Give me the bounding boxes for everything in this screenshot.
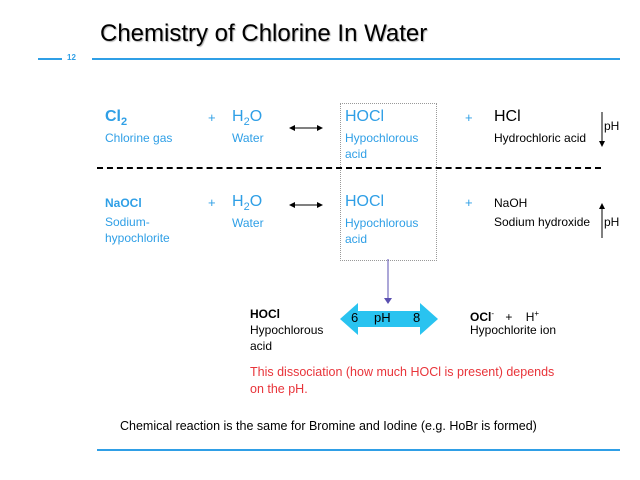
diss-left-formula: HOCl xyxy=(250,307,280,321)
diss-left-name: Hypochlorous acid xyxy=(250,323,324,353)
title-rule-right xyxy=(92,58,620,60)
ph-arrow-low: 6 xyxy=(351,310,359,325)
r1-plus2: + xyxy=(465,110,473,125)
r2-product1-name: Hypochlorous acid xyxy=(345,216,419,246)
r2-reactant2-name: Water xyxy=(232,216,264,230)
diss-right-formula: OCl- + H+ xyxy=(470,309,540,324)
r2-reactant2-formula: H2O xyxy=(232,193,263,214)
r2-product2-formula: NaOH xyxy=(494,196,528,210)
r2-equilibrium-arrow xyxy=(289,202,323,208)
r2-ph-up-arrow xyxy=(599,203,605,238)
r1-reactant2-name: Water xyxy=(232,131,264,145)
ph-arrow-label: pH xyxy=(374,310,391,325)
ph-arrow-labels: 6 pH 8 xyxy=(340,310,438,328)
slide-title: Chemistry of Chlorine In Water xyxy=(100,20,428,47)
r2-product2-name: Sodium hydroxide xyxy=(494,215,591,229)
diss-right-name: Hypochlorite ion xyxy=(470,323,557,337)
r1-product2-name: Hydrochloric acid xyxy=(494,131,587,145)
r1-product1-name: Hypochlorous acid xyxy=(345,131,419,161)
r1-reactant1-name: Chlorine gas xyxy=(105,131,173,145)
dissociation-note: This dissociation (how much HOCl is pres… xyxy=(250,365,555,396)
r1-reactant2-formula: H2O xyxy=(232,108,263,129)
r1-equilibrium-arrow xyxy=(289,125,323,131)
r2-plus2: + xyxy=(465,195,473,210)
r1-ph-label: pH xyxy=(604,119,620,133)
ph-arrow-high: 8 xyxy=(413,310,421,325)
slide-number: 12 xyxy=(67,53,76,62)
footer-note: Chemical reaction is the same for Bromin… xyxy=(120,419,537,433)
r2-product1-formula: HOCl xyxy=(345,193,385,210)
hocl-connector-arrow xyxy=(384,259,392,304)
r1-plus1: + xyxy=(208,110,216,125)
r1-ph-down-arrow xyxy=(599,112,605,147)
r1-product2-formula: HCl xyxy=(494,108,521,125)
r2-plus1: + xyxy=(208,195,216,210)
bottom-rule xyxy=(97,449,620,451)
title-rule-left xyxy=(38,58,62,60)
r2-reactant1-name: Sodium- hypochlorite xyxy=(105,215,170,245)
r2-reactant1-formula: NaOCl xyxy=(105,196,142,210)
r2-ph-label: pH xyxy=(604,215,620,229)
reaction-separator xyxy=(97,167,601,169)
ph-double-arrow xyxy=(340,303,438,335)
r1-reactant1-formula: Cl2 xyxy=(105,108,128,129)
r1-product1-formula: HOCl xyxy=(345,108,385,125)
